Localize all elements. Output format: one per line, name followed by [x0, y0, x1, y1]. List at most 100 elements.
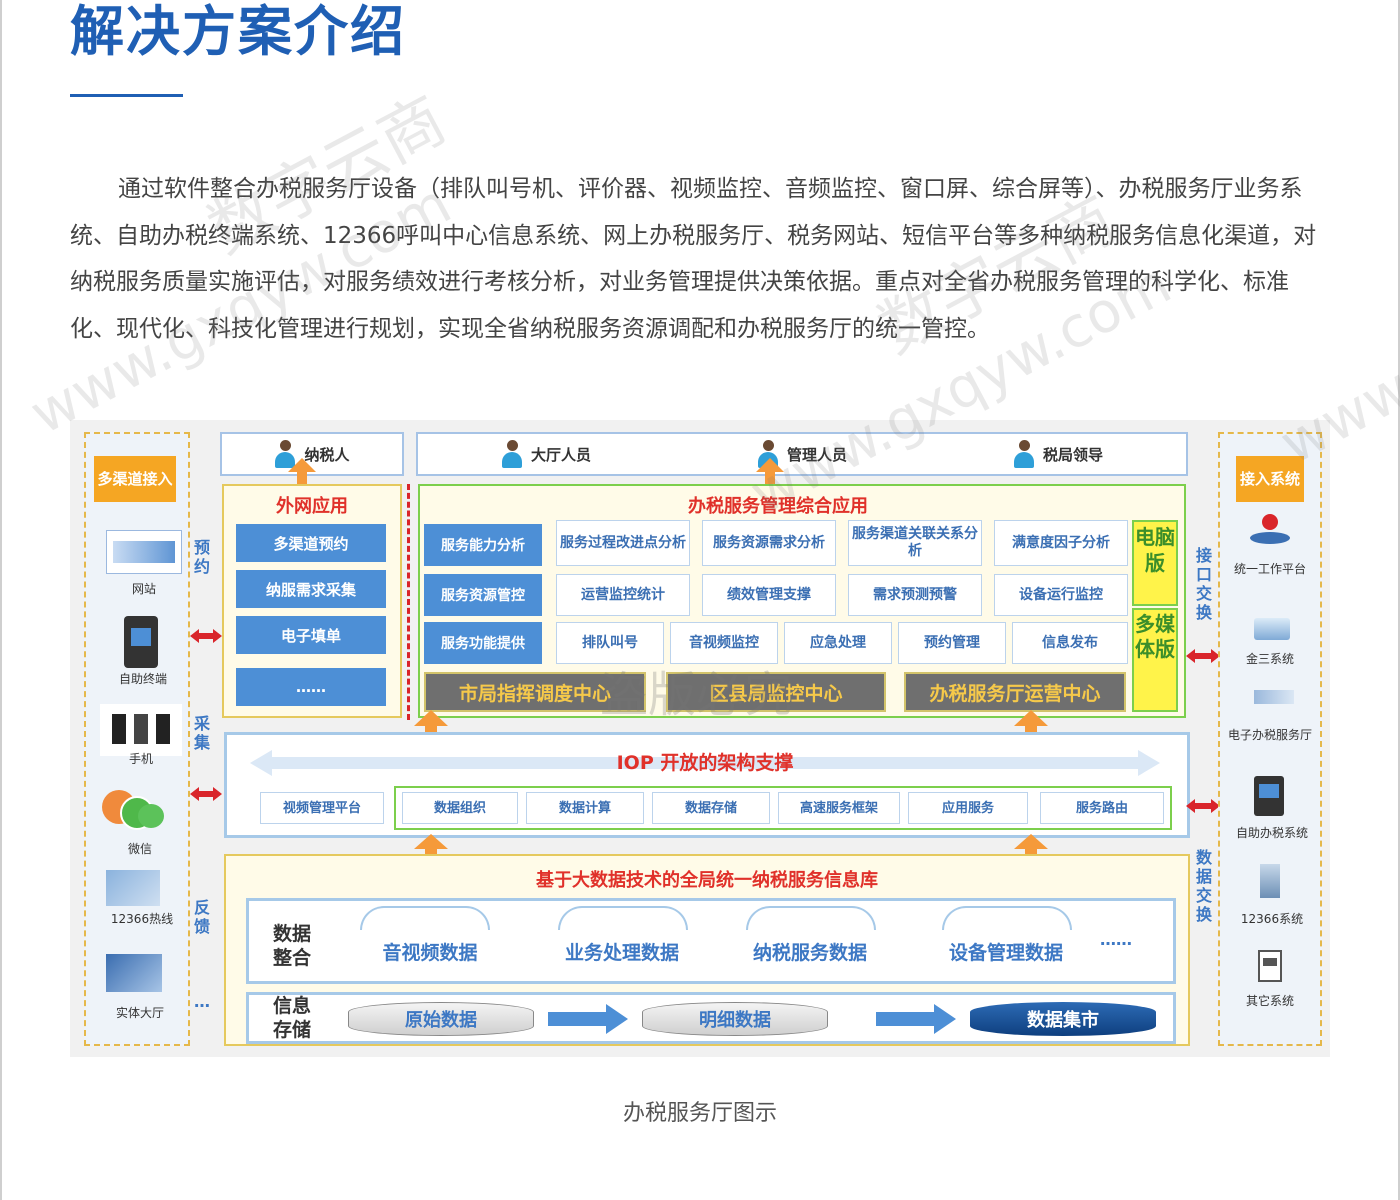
control-cell: 运营监控统计 — [556, 574, 690, 616]
side-label-interface-exchange: 接口交换 — [1195, 546, 1212, 622]
system-label: 金三系统 — [1245, 652, 1294, 666]
channel-label-mobile: 手机 — [128, 752, 153, 766]
external-item: 纳服需求采集 — [236, 570, 386, 608]
self-service-icon — [1254, 776, 1284, 816]
mobile-icon — [100, 704, 182, 756]
management-app-title: 办税服务管理综合应用 — [688, 496, 868, 517]
side-label-appointment: 预约 — [193, 538, 210, 576]
desktop-version-label: 电脑版 — [1135, 525, 1175, 575]
external-item: …… — [236, 668, 386, 706]
analysis-cell: 满意度因子分析 — [994, 520, 1128, 566]
function-cell: 排队叫号 — [556, 622, 664, 664]
integration-item: 音视频数据 — [382, 942, 478, 964]
right-border — [1398, 0, 1400, 1200]
database-title: 基于大数据技术的全局统一纳税服务信息库 — [536, 870, 878, 891]
data-cloud-icon — [558, 906, 688, 930]
right-panel-title: 接入系统 — [1236, 456, 1304, 502]
user-leaders: 税局领导 — [1013, 440, 1103, 468]
hall-icon — [106, 954, 162, 992]
function-cell: 信息发布 — [1012, 622, 1128, 664]
other-system-icon — [1258, 950, 1282, 982]
left-panel-title: 多渠道接入 — [94, 456, 176, 502]
right-double-arrow-2 — [1186, 798, 1220, 813]
data-cloud-icon — [942, 906, 1072, 930]
capability-row-header: 服务能力分析 — [424, 524, 542, 566]
channel-more: … — [194, 992, 210, 1011]
e-hall-icon — [1254, 690, 1294, 704]
user-icon — [1013, 440, 1035, 468]
iop-title: IOP 开放的架构支撑 — [616, 752, 794, 774]
left-double-arrow-2 — [190, 786, 222, 801]
storage-cylinder-mart: 数据集市 — [970, 1002, 1156, 1036]
control-cell: 设备运行监控 — [994, 574, 1128, 616]
iop-service: 服务路由 — [1040, 792, 1164, 824]
system-label: 12366系统 — [1240, 912, 1304, 926]
user-hall-staff: 大厅人员 — [501, 440, 591, 468]
workstation-icon — [1250, 514, 1290, 550]
integration-more: …… — [1100, 930, 1132, 949]
function-row-header: 服务功能提供 — [424, 622, 542, 664]
storage-cylinder: 原始数据 — [348, 1002, 534, 1036]
left-border — [0, 0, 2, 1200]
network-divider — [407, 484, 410, 720]
integration-label: 数据整合 — [272, 923, 311, 969]
control-cell: 绩效管理支撑 — [702, 574, 836, 616]
hotline-system-icon — [1260, 864, 1280, 898]
wechat-icon — [102, 786, 172, 834]
integration-item: 纳税服务数据 — [752, 942, 867, 964]
integration-item: 设备管理数据 — [948, 942, 1063, 964]
data-cloud-icon — [746, 906, 876, 930]
function-cell: 预约管理 — [898, 622, 1006, 664]
user-label-managers: 管理人员 — [786, 445, 847, 464]
user-managers: 管理人员 — [757, 440, 847, 468]
up-arrow-icon — [288, 458, 316, 488]
storage-label: 信息存储 — [272, 995, 311, 1041]
multimedia-version-label: 多媒体版 — [1135, 612, 1175, 661]
jinsan-icon — [1254, 618, 1290, 640]
up-arrow-icon — [414, 834, 448, 868]
external-app-title: 外网应用 — [276, 496, 348, 517]
integration-item: 业务处理数据 — [564, 942, 679, 964]
channel-label-hall: 实体大厅 — [115, 1006, 164, 1020]
intro-paragraph: 通过软件整合办税服务厅设备（排队叫号机、评价器、视频监控、音频监控、窗口屏、综合… — [70, 176, 1317, 342]
monitor-center: 区县局监控中心 — [666, 672, 886, 712]
hotline-icon — [106, 870, 160, 906]
left-double-arrow-1 — [190, 628, 222, 643]
right-arrow-icon — [876, 1004, 956, 1034]
operation-center: 办税服务厅运营中心 — [904, 672, 1126, 712]
user-label-leaders: 税局领导 — [1042, 445, 1103, 464]
command-center: 市局指挥调度中心 — [424, 672, 646, 712]
up-arrow-icon — [414, 710, 448, 746]
side-label-collection: 采集 — [193, 714, 210, 752]
data-cloud-icon — [360, 906, 490, 930]
iop-service: 数据存储 — [652, 792, 770, 824]
system-label: 统一工作平台 — [1233, 562, 1306, 576]
right-double-arrow-1 — [1186, 648, 1220, 663]
system-label: 电子办税服务厅 — [1227, 728, 1312, 742]
channel-label-hotline: 12366热线 — [110, 912, 174, 926]
iop-service: 数据组织 — [402, 792, 518, 824]
right-arrow-icon — [548, 1004, 628, 1034]
function-cell: 音视频监控 — [670, 622, 778, 664]
iop-service: 应用服务 — [908, 792, 1028, 824]
video-platform: 视频管理平台 — [260, 792, 384, 824]
system-label: 自助办税系统 — [1235, 826, 1308, 840]
up-arrow-icon — [1014, 710, 1048, 746]
iop-service: 数据计算 — [526, 792, 644, 824]
kiosk-icon — [124, 616, 158, 668]
system-label: 其它系统 — [1245, 994, 1294, 1008]
figure-caption: 办税服务厅图示 — [622, 1101, 777, 1126]
page-title: 解决方案介绍 — [70, 0, 406, 63]
service-hall-diagram: 多渠道接入 网站 自助终端 手机 微信 12366热线 实体大厅 … 预约 采集… — [70, 420, 1330, 1057]
channel-label-wechat: 微信 — [127, 842, 152, 856]
user-icon — [501, 440, 523, 468]
external-item: 多渠道预约 — [236, 524, 386, 562]
analysis-cell: 服务渠道关联关系分析 — [848, 520, 982, 566]
side-label-data-exchange: 数据交换 — [1195, 848, 1212, 924]
staff-box: 大厅人员 管理人员 税局领导 — [416, 432, 1188, 476]
channel-label-kiosk: 自助终端 — [118, 672, 167, 686]
analysis-cell: 服务过程改进点分析 — [556, 520, 690, 566]
resource-row-header: 服务资源管控 — [424, 574, 542, 616]
user-label-hall-staff: 大厅人员 — [530, 445, 591, 464]
storage-cylinder: 明细数据 — [642, 1002, 828, 1036]
